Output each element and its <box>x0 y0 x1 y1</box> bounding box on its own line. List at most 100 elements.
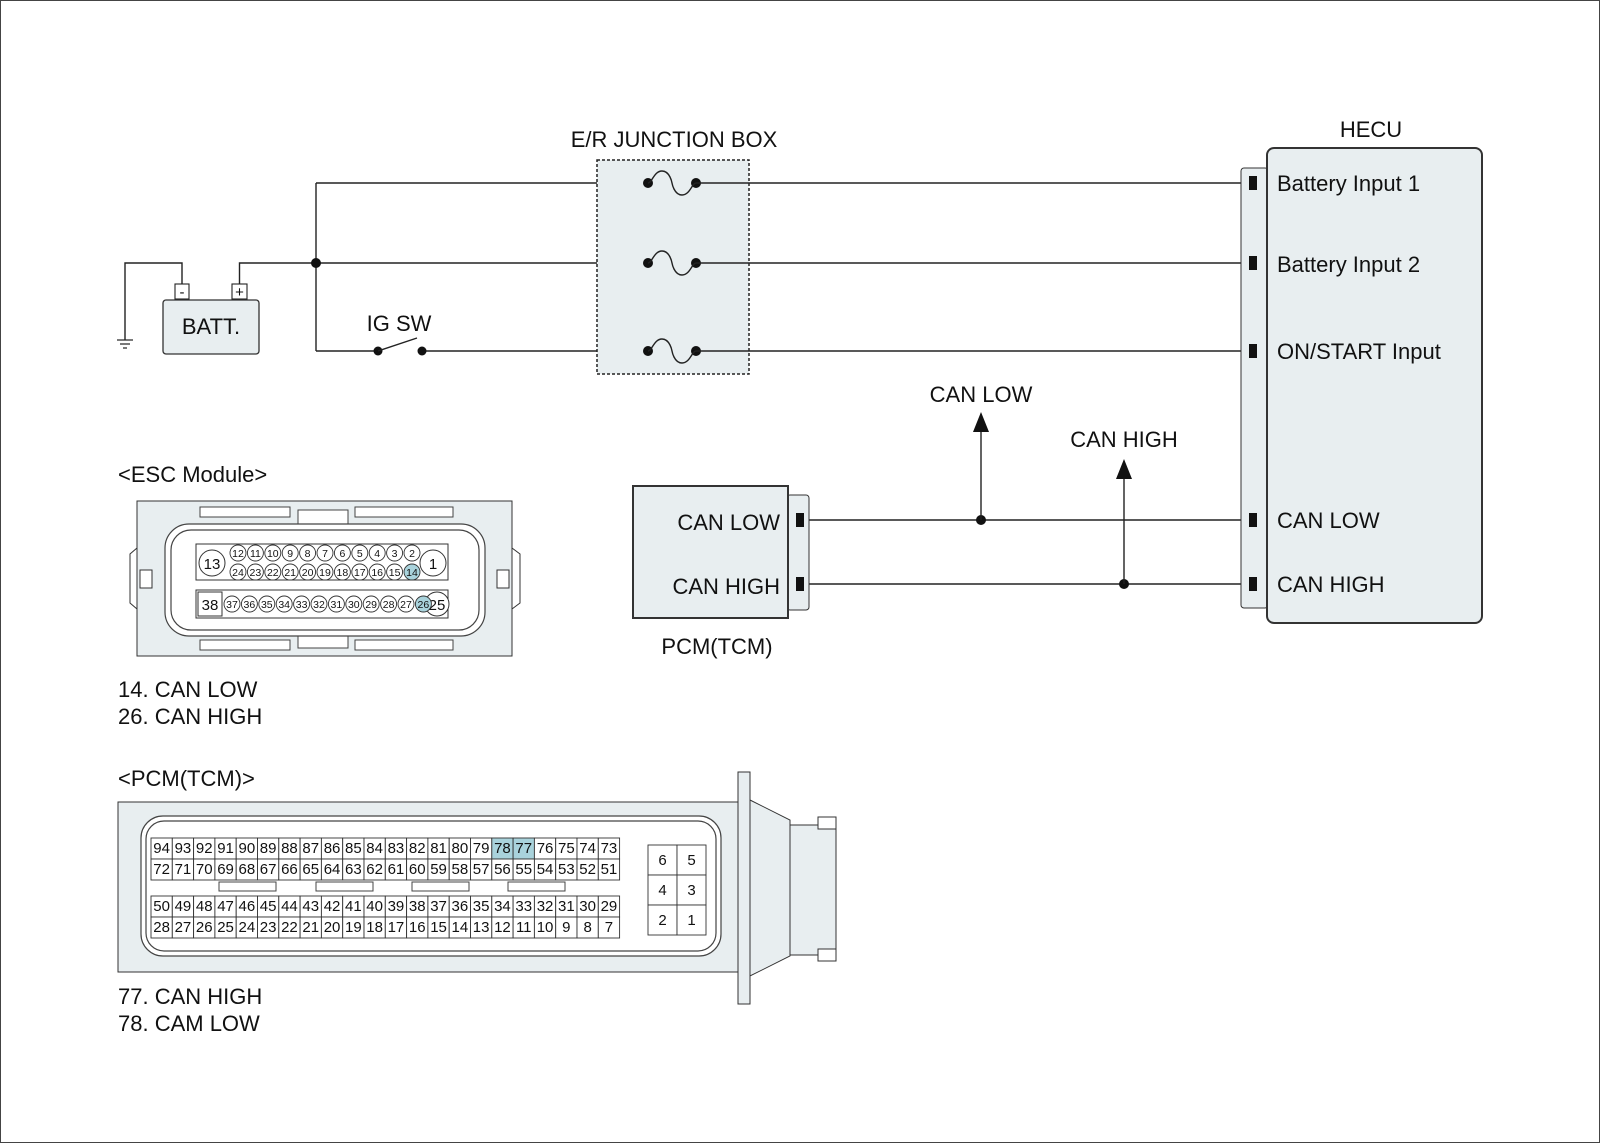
pcm-pin-label: 43 <box>302 898 319 915</box>
esc-title: <ESC Module> <box>118 462 267 487</box>
esc-pin-circle <box>198 549 226 577</box>
pcm-note-77: 77. CAN HIGH <box>118 984 262 1009</box>
pcm-pin-label: 68 <box>239 861 256 878</box>
pcm-pin-label: 6 <box>658 852 666 869</box>
pcm-pin-label: 53 <box>558 861 575 878</box>
pcm-pin-label: 60 <box>409 861 426 878</box>
ig-switch: IG SW <box>367 311 432 356</box>
pcm-pin-label: 12 <box>494 919 511 936</box>
hecu-wires <box>696 182 1249 585</box>
pcm-pin-label: 54 <box>537 861 554 878</box>
esc-pin-circle <box>327 595 345 613</box>
pcm-pin-label: 56 <box>494 861 511 878</box>
pcm-connector-title: <PCM(TCM)> <box>118 766 255 791</box>
pcm-pin-cell <box>647 904 678 936</box>
pcm-pin-label: 8 <box>583 919 591 936</box>
pcm-pin-label: 81 <box>430 840 447 857</box>
esc-pin-label: 11 <box>250 548 261 560</box>
esc-pin-circle <box>258 595 276 613</box>
esc-pin-circle <box>229 563 247 581</box>
esc-pin-circle <box>246 544 264 562</box>
esc-pin-label: 34 <box>278 599 290 611</box>
esc-pin-square <box>197 591 223 617</box>
pcm-pin-label: 3 <box>687 882 695 899</box>
esc-pin-label: 20 <box>302 567 314 579</box>
pcm-pin-label: 11 <box>516 919 532 936</box>
esc-pin-circle <box>397 595 415 613</box>
pcm-pin-label: 42 <box>324 898 341 915</box>
esc-pin-label: 14 <box>406 567 418 579</box>
esc-pin-label: 35 <box>261 599 273 611</box>
pcm-pin-label: 47 <box>217 898 234 915</box>
pcm-pin-label: 17 <box>388 919 405 936</box>
pcm-pin-label: 57 <box>473 861 490 878</box>
pcm-pin-label: 39 <box>388 898 405 915</box>
pcm-pin-cell <box>597 858 621 881</box>
esc-pin-circle <box>299 563 317 581</box>
pcm-pin-label: 23 <box>260 919 277 936</box>
pcm-pin-label: 29 <box>601 898 618 915</box>
pcm-pin-label: 22 <box>281 919 298 936</box>
pcm-can-high: CAN HIGH <box>672 574 780 599</box>
pcm-pin-label: 9 <box>562 919 570 936</box>
pcm-pin-label: 13 <box>473 919 490 936</box>
pcm-pin-label: 41 <box>345 898 362 915</box>
pcm-pin-label: 55 <box>515 861 532 878</box>
esc-pin-circle <box>310 595 328 613</box>
pcm-pin-label: 58 <box>452 861 469 878</box>
esc-pin-circle <box>386 563 404 581</box>
pcm-pin-label: 19 <box>345 919 362 936</box>
pcm-pin-label: 38 <box>409 898 426 915</box>
esc-pin-circle <box>223 595 241 613</box>
esc-pin-label: 38 <box>202 597 219 614</box>
pcm-pin-label: 26 <box>196 919 213 936</box>
esc-pin-label: 13 <box>204 556 221 573</box>
pcm-pin-label: 24 <box>239 919 256 936</box>
esc-pin-label: 36 <box>244 599 256 611</box>
can-high-arrow-label: CAN HIGH <box>1070 427 1178 452</box>
esc-pin-label: 6 <box>339 548 345 560</box>
pcm-pin-label: 92 <box>196 840 213 857</box>
esc-pin-circle <box>264 544 282 562</box>
hecu-can-low: CAN LOW <box>1277 508 1380 533</box>
pcm-pin-label: 73 <box>601 840 618 857</box>
pcm-pin-label: 91 <box>217 840 234 857</box>
pcm-pin-label: 48 <box>196 898 213 915</box>
pcm-pin-label: 80 <box>452 840 469 857</box>
pcm-block: CAN LOW CAN HIGH PCM(TCM) <box>632 485 810 659</box>
esc-pin-label: 8 <box>305 548 311 560</box>
pcm-pin-label: 65 <box>302 861 319 878</box>
pcm-pin-label: 14 <box>452 919 469 936</box>
pcm-pin-label: 49 <box>175 898 192 915</box>
esc-pin-label: 4 <box>374 548 380 560</box>
esc-pin-label: 30 <box>348 599 360 611</box>
pcm-pin-cell <box>676 904 707 936</box>
pcm-note-78: 78. CAM LOW <box>118 1011 260 1036</box>
can-low-arrow-label: CAN LOW <box>930 382 1033 407</box>
pcm-pin-label: 52 <box>579 861 596 878</box>
esc-pin-label: 19 <box>319 567 331 579</box>
esc-pin-circle <box>316 544 334 562</box>
esc-pin-circle <box>345 595 363 613</box>
esc-pin-circle <box>414 595 432 613</box>
pcm-pin-label: 50 <box>153 898 170 915</box>
esc-pin-label: 18 <box>337 567 349 579</box>
esc-pin-label: 17 <box>354 567 366 579</box>
pcm-pin-label: 25 <box>217 919 234 936</box>
pcm-pin-label: 94 <box>153 840 170 857</box>
fuse-2 <box>643 250 701 276</box>
pcm-pin-label: 78 <box>494 840 511 857</box>
esc-pin-circle <box>281 563 299 581</box>
esc-pin-circle <box>403 544 421 562</box>
hecu-can-high: CAN HIGH <box>1277 572 1385 597</box>
pcm-pin-label: 16 <box>409 919 426 936</box>
pcm-pin-label: 82 <box>409 840 426 857</box>
ig-switch-label: IG SW <box>367 311 432 336</box>
ground-icon <box>117 262 183 349</box>
pcm-pin-label: 33 <box>515 898 532 915</box>
esc-pin-label: 2 <box>409 548 415 560</box>
pcm-pin-label: 2 <box>658 912 666 929</box>
